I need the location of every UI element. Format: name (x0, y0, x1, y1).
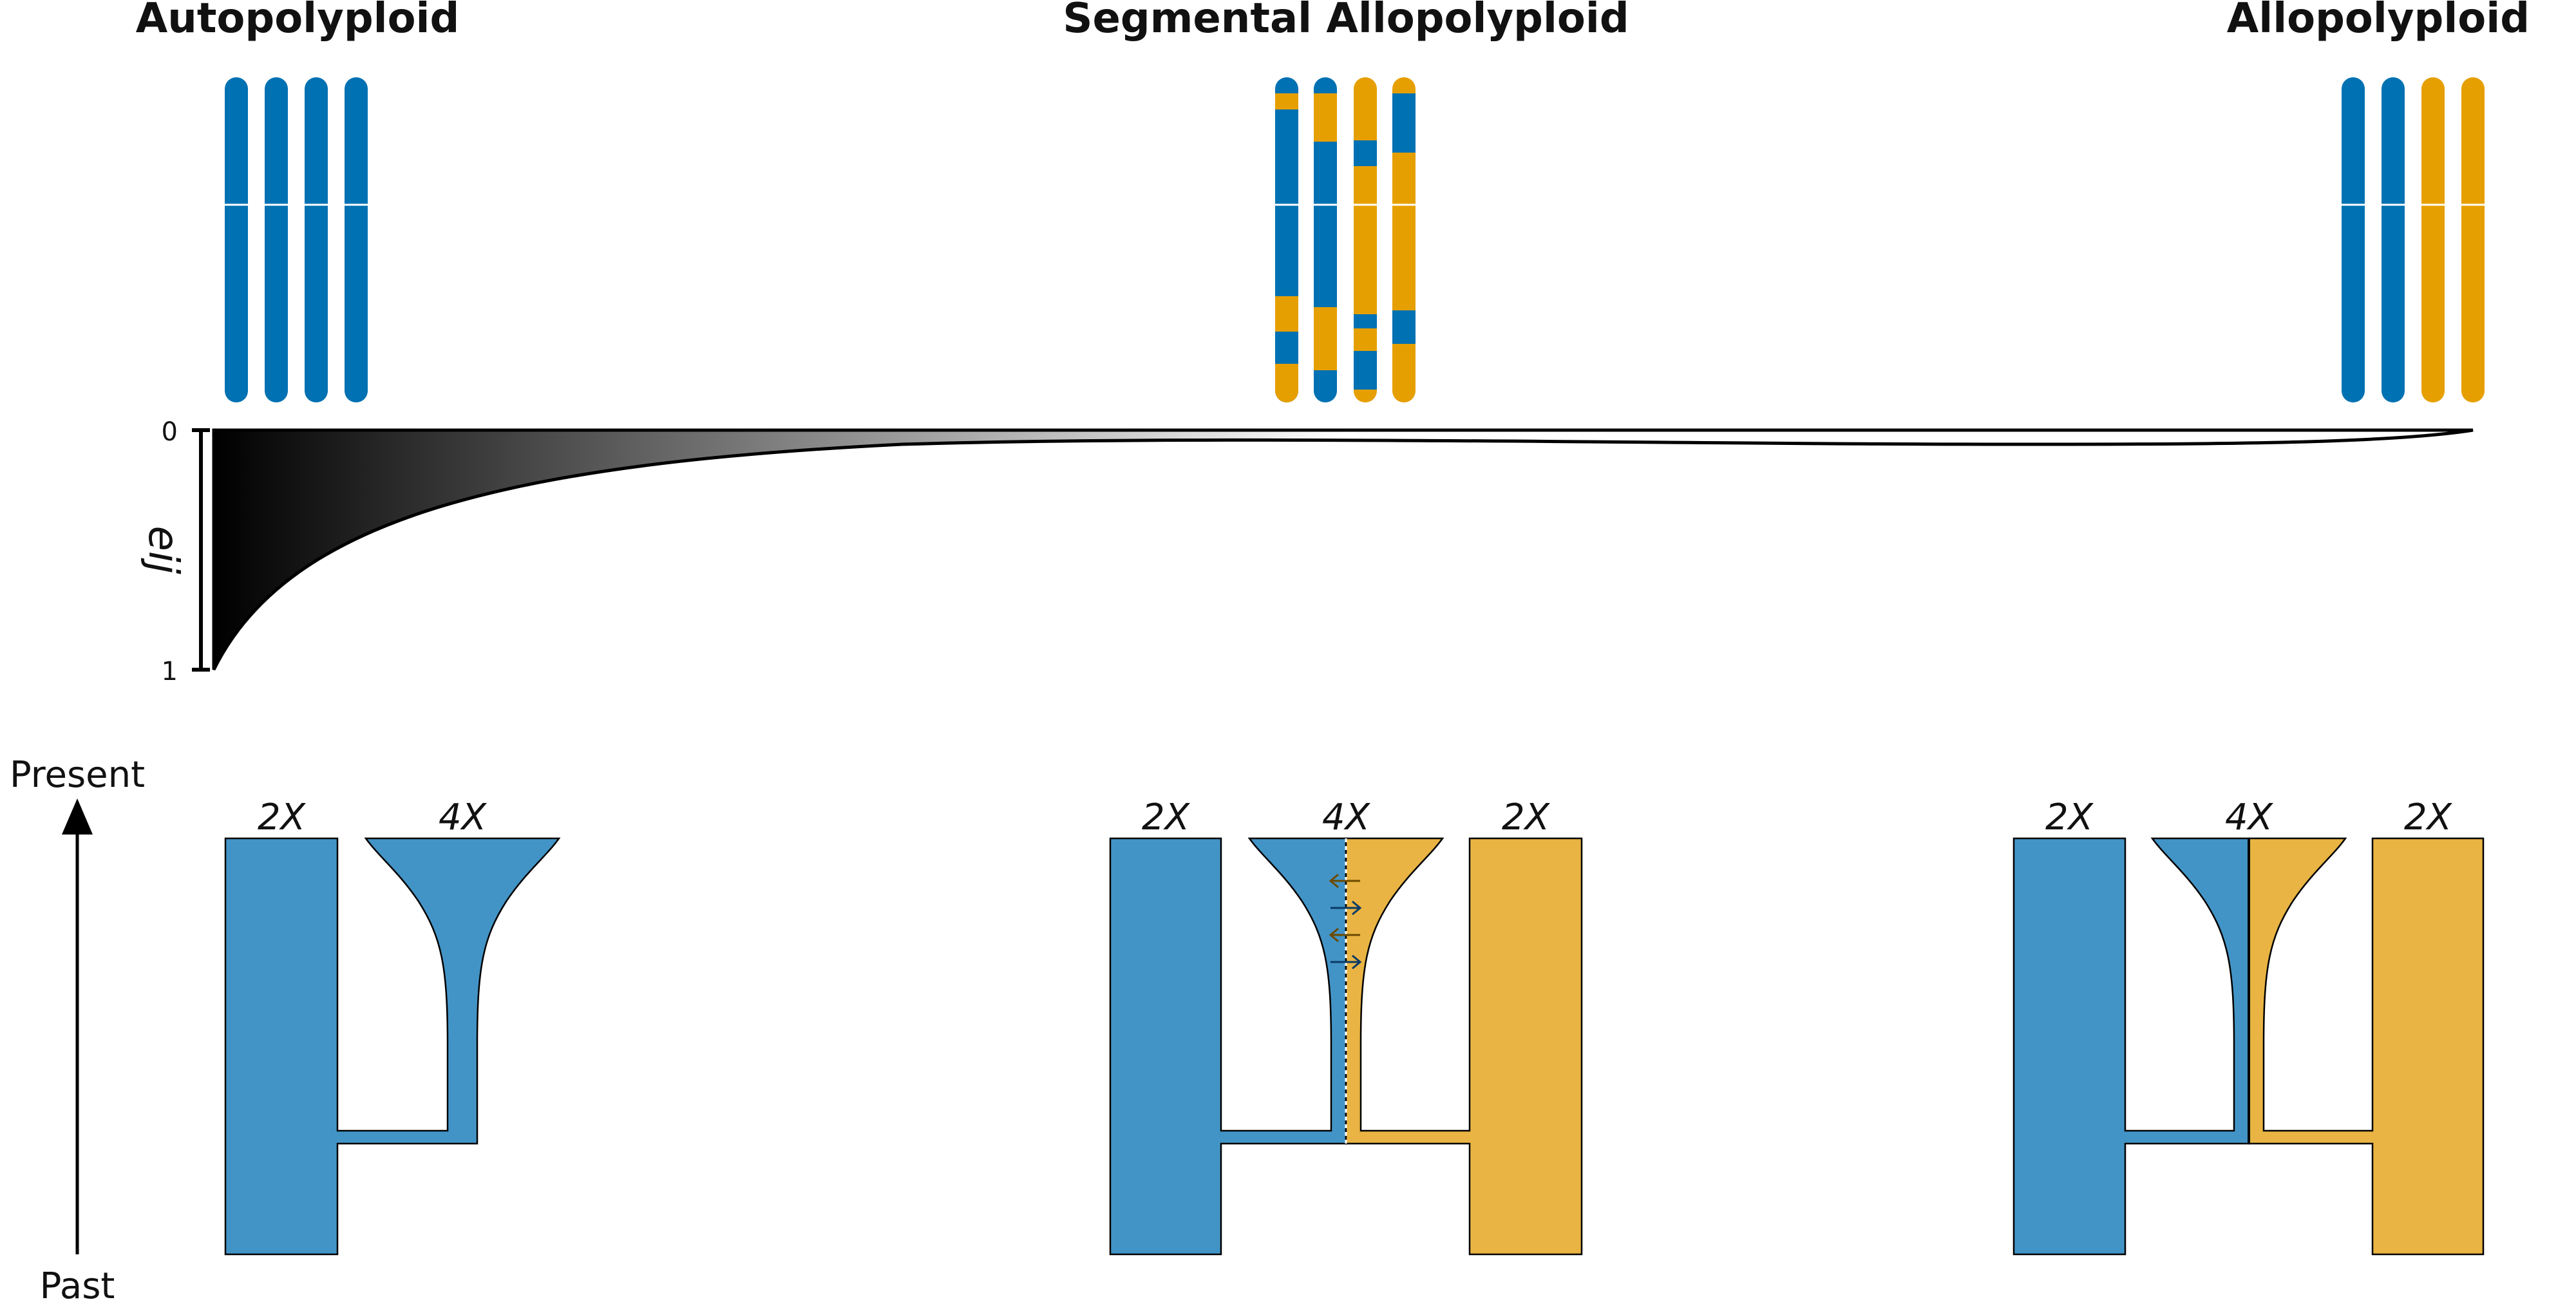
diploid-label: 2X (2045, 797, 2094, 838)
lineage-body (224, 837, 561, 1256)
gradient-wedge (212, 428, 2474, 671)
allopolyploid-lineage-model: 2X 4X 2X (2012, 797, 2485, 1256)
orange-lineage (2248, 837, 2485, 1256)
chromosome (345, 77, 368, 402)
mosaic-chromosome (1392, 77, 1416, 402)
diploid-label: 2X (2404, 797, 2453, 838)
arrow-up-icon (62, 798, 93, 835)
eij-gradient-wedge (212, 428, 2474, 671)
tetraploid-label: 4X (2225, 797, 2274, 838)
eij-tick-0: 0 (162, 417, 178, 447)
chromosome-sets (225, 77, 2485, 402)
chromosome (2421, 77, 2445, 402)
autopolyploid-title: Autopolyploid (136, 0, 460, 42)
mosaic-chromosome (1314, 77, 1337, 402)
present-label: Present (10, 754, 145, 796)
chromosome (2342, 77, 2365, 402)
gene-flow-arrows (1329, 873, 1362, 970)
chromosome (265, 77, 288, 402)
mosaic-chromosome (1354, 77, 1377, 402)
autopolyploid-lineage-model: 2X 4X (224, 797, 561, 1256)
chromosome (2382, 77, 2405, 402)
eij-tick-1: 1 (162, 657, 178, 686)
allopolyploid-title: Allopolyploid (2227, 0, 2530, 42)
autopolyploid-chromosomes (225, 77, 368, 402)
past-label: Past (40, 1265, 115, 1302)
blue-lineage (2012, 837, 2250, 1256)
diploid-label: 2X (1502, 797, 1551, 838)
time-axis: Present Past (10, 754, 145, 1302)
eij-axis-label: eij (139, 526, 187, 574)
allopolyploid-chromosomes (2342, 77, 2485, 402)
orange-lineage (1345, 837, 1583, 1256)
diploid-label: 2X (258, 797, 307, 838)
tetraploid-label: 4X (1322, 797, 1371, 838)
eij-axis: 0 1 eij (139, 417, 210, 686)
blue-lineage (1109, 837, 1347, 1256)
chromosome (2461, 77, 2485, 402)
segmental-allopolyploid-lineage-model: 2X 4X 2X (1109, 797, 1583, 1256)
segmental-allopolyploid-chromosomes (1275, 77, 1416, 402)
tetraploid-label: 4X (439, 797, 488, 838)
chromosome (305, 77, 328, 402)
segmental-allopolyploid-title: Segmental Allopolyploid (1063, 0, 1629, 42)
chromosome (225, 77, 248, 402)
diploid-label: 2X (1142, 797, 1191, 838)
mosaic-chromosome (1275, 77, 1298, 402)
